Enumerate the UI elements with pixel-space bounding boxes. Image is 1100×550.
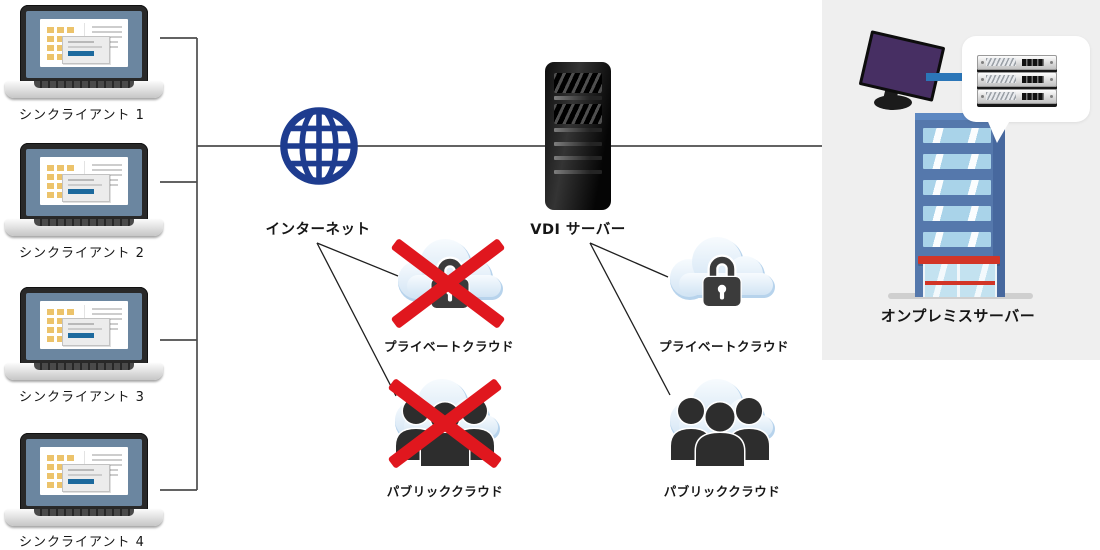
- laptop-base: [5, 81, 163, 98]
- server-vent: [554, 73, 602, 93]
- users-icon: [669, 396, 771, 468]
- thin-client-1-label: シンクライアント 1: [19, 108, 145, 123]
- app-window-thumbnail: [40, 301, 128, 349]
- text-placeholder: [92, 164, 122, 176]
- laptop-keyboard: [34, 81, 134, 88]
- server-slat: [554, 156, 602, 160]
- laptop-screen: [20, 143, 148, 221]
- building-roof: [915, 113, 998, 120]
- dialog-thumbnail: [62, 464, 110, 492]
- private-cloud-allowed: [660, 230, 784, 340]
- vdi-server-label: VDI サーバー: [530, 222, 626, 238]
- building-side: [993, 115, 1005, 297]
- entrance-awning: [918, 256, 1000, 264]
- text-placeholder: [92, 26, 122, 38]
- server-vent: [554, 104, 602, 124]
- internet-label: インターネット: [265, 222, 371, 238]
- building-window: [923, 232, 991, 247]
- onprem-server-label: オンプレミスサーバー: [880, 307, 1036, 325]
- network-cable: [926, 73, 972, 81]
- onprem-panel: オンプレミスサーバー: [822, 0, 1100, 360]
- speech-bubble: [962, 36, 1090, 122]
- dialog-thumbnail: [62, 318, 110, 346]
- building-window: [923, 154, 991, 169]
- laptop-keyboard: [34, 363, 134, 370]
- app-window-thumbnail: [40, 19, 128, 67]
- thin-client-4-laptop-icon: [5, 433, 163, 530]
- thin-client-4-label: シンクライアント 4: [19, 535, 145, 550]
- lock-icon: [702, 254, 742, 308]
- monitor-icon: [858, 30, 946, 102]
- public-cloud-blocked-label: パブリッククラウド: [386, 484, 504, 499]
- door-divider: [957, 264, 960, 297]
- rack-server-icon: [977, 55, 1057, 70]
- blocked-cross-icon: [388, 232, 508, 336]
- laptop-display: [26, 149, 142, 216]
- speech-bubble-tail: [986, 117, 1012, 143]
- private-cloud-blocked: [388, 232, 512, 342]
- laptop-keyboard: [34, 219, 134, 226]
- cloud-fan-lines: [316, 242, 671, 397]
- thin-client-2-laptop-icon: [5, 143, 163, 240]
- laptop-keyboard: [34, 509, 134, 516]
- laptop-screen: [20, 287, 148, 365]
- entrance-doors: [923, 264, 997, 297]
- thin-client-1-laptop-icon: [5, 5, 163, 102]
- public-cloud-allowed-label: パブリッククラウド: [663, 484, 781, 499]
- blocked-cross-icon: [385, 372, 505, 476]
- rack-server-icon: [977, 89, 1057, 104]
- app-window-thumbnail: [40, 447, 128, 495]
- laptop-screen: [20, 433, 148, 511]
- thin-client-3-laptop-icon: [5, 287, 163, 384]
- vdi-server-tower-icon: [545, 62, 611, 210]
- laptop-display: [26, 11, 142, 78]
- thin-client-2-label: シンクライアント 2: [19, 246, 145, 261]
- monitor-stand-base: [874, 95, 912, 110]
- laptop-base: [5, 219, 163, 236]
- text-placeholder: [92, 308, 122, 320]
- building-window: [923, 128, 991, 143]
- laptop-display: [26, 293, 142, 360]
- server-slat: [554, 142, 602, 146]
- laptop-display: [26, 439, 142, 506]
- text-placeholder: [92, 454, 122, 466]
- thin-client-3-label: シンクライアント 3: [19, 390, 145, 405]
- dialog-thumbnail: [62, 36, 110, 64]
- private-cloud-allowed-label: プライベートクラウド: [658, 339, 790, 354]
- office-building-icon: [915, 113, 1005, 297]
- server-slat: [554, 128, 602, 132]
- monitor-screen: [862, 33, 942, 99]
- building-window: [923, 206, 991, 221]
- laptop-base: [5, 509, 163, 526]
- building-window: [923, 180, 991, 195]
- internet-globe-icon: [280, 107, 358, 185]
- app-window-thumbnail: [40, 157, 128, 205]
- laptop-screen: [20, 5, 148, 83]
- private-cloud-blocked-label: プライベートクラウド: [383, 339, 515, 354]
- server-slat: [554, 96, 602, 100]
- public-cloud-allowed: [660, 372, 784, 482]
- dialog-thumbnail: [62, 174, 110, 202]
- door-stripe: [925, 281, 995, 285]
- rack-server-icon: [977, 72, 1057, 87]
- server-slat: [554, 170, 602, 174]
- laptop-base: [5, 363, 163, 380]
- public-cloud-blocked: [385, 372, 509, 482]
